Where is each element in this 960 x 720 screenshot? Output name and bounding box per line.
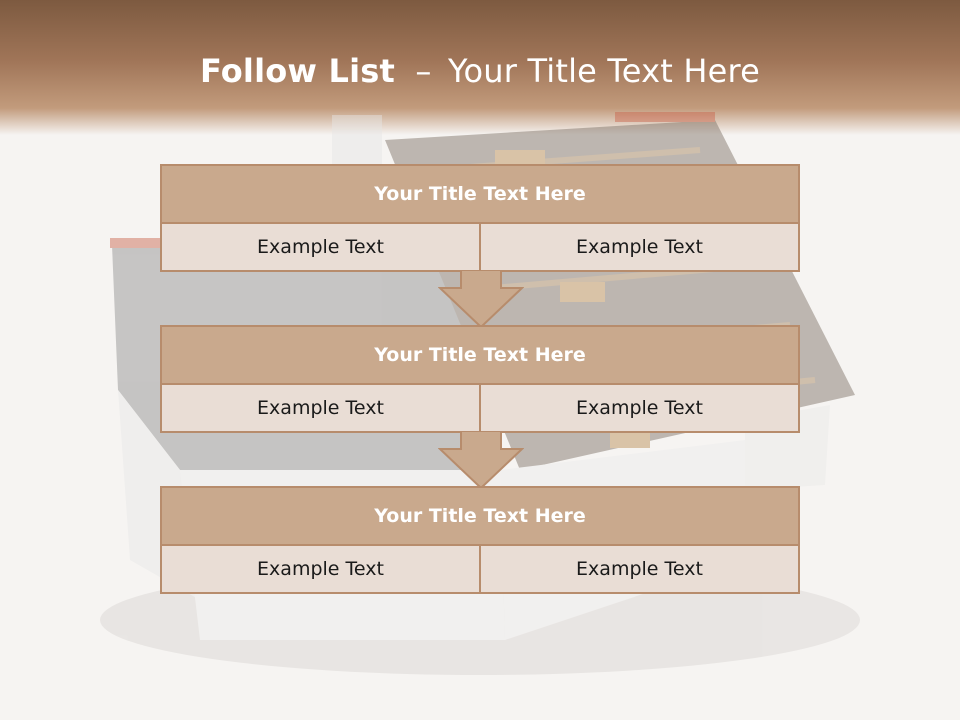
step-row: Example Text Example Text xyxy=(162,546,798,592)
step-right-text: Example Text xyxy=(479,385,798,431)
title-rest-text: Your Title Text Here xyxy=(448,52,761,90)
step-title: Your Title Text Here xyxy=(162,166,798,224)
title-bold-text: Follow List xyxy=(199,52,396,90)
step-title: Your Title Text Here xyxy=(162,327,798,385)
step-row: Example Text Example Text xyxy=(162,385,798,431)
step-box-2: Your Title Text Here Example Text Exampl… xyxy=(160,325,800,433)
page-title: Follow List – Your Title Text Here xyxy=(0,52,960,90)
step-left-text: Example Text xyxy=(257,397,384,419)
step-right-text: Example Text xyxy=(479,224,798,270)
step-row: Example Text Example Text xyxy=(162,224,798,270)
step-box-1: Your Title Text Here Example Text Exampl… xyxy=(160,164,800,272)
step-title: Your Title Text Here xyxy=(162,488,798,546)
step-right-text: Example Text xyxy=(479,546,798,592)
step-box-3: Your Title Text Here Example Text Exampl… xyxy=(160,486,800,594)
title-banner xyxy=(0,0,960,135)
down-arrow-icon xyxy=(438,270,524,328)
step-left-text: Example Text xyxy=(257,558,384,580)
step-left-text: Example Text xyxy=(257,236,384,258)
title-dash: – xyxy=(415,52,432,90)
down-arrow-icon xyxy=(438,431,524,489)
